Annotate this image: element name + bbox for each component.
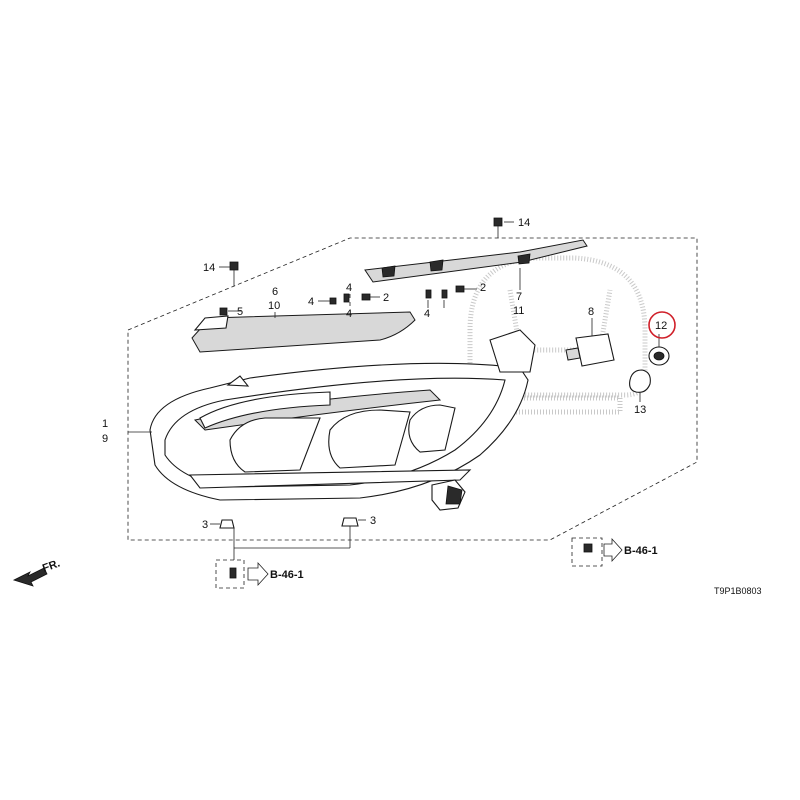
callout-labels: 1 9 5 6 10 4 4 4 2 4 2 7 11 8 12 13 14 1… — [102, 217, 667, 531]
callout-6: 6 — [272, 286, 278, 298]
callout-4-c: 4 — [346, 308, 352, 320]
callout-14-a: 14 — [518, 217, 530, 229]
reference-arrow-right — [603, 537, 623, 563]
callout-2-b: 2 — [480, 282, 486, 294]
assembly-outline — [127, 237, 698, 541]
bulb-socket — [648, 346, 670, 366]
callout-4-a: 4 — [308, 296, 314, 308]
reference-box-right — [571, 537, 603, 567]
callout-3-a: 3 — [202, 519, 208, 531]
front-arrow-icon — [12, 567, 48, 587]
callout-8: 8 — [588, 306, 594, 318]
fasteners — [219, 217, 593, 579]
diagram-code: T9P1B0803 — [714, 586, 762, 596]
reference-label-right: B-46-1 — [624, 545, 658, 557]
highlight-circle — [648, 311, 676, 339]
callout-10: 10 — [268, 300, 280, 312]
headlight-assembly — [149, 329, 536, 511]
dust-cap — [629, 369, 651, 393]
callout-11: 11 — [513, 305, 524, 317]
leveling-motor — [565, 333, 615, 367]
callout-4-d: 4 — [424, 308, 430, 320]
callout-12: 12 — [655, 320, 667, 332]
callout-9: 9 — [102, 433, 108, 445]
upper-bracket — [364, 239, 588, 283]
callout-4-b: 4 — [346, 282, 352, 294]
headlight-garnish — [191, 311, 416, 353]
callout-13: 13 — [634, 404, 646, 416]
front-indicator-label: FR. — [41, 557, 62, 574]
callout-14-b: 14 — [203, 262, 215, 274]
callout-2-a: 2 — [383, 292, 389, 304]
leader-lines — [128, 221, 660, 560]
callout-3-b: 3 — [370, 515, 376, 527]
callout-1: 1 — [102, 418, 108, 430]
reference-label-left: B-46-1 — [270, 569, 304, 581]
reference-box-left — [215, 559, 245, 589]
reference-arrow-left — [247, 561, 269, 587]
callout-5: 5 — [237, 306, 243, 318]
callout-7: 7 — [516, 291, 522, 303]
